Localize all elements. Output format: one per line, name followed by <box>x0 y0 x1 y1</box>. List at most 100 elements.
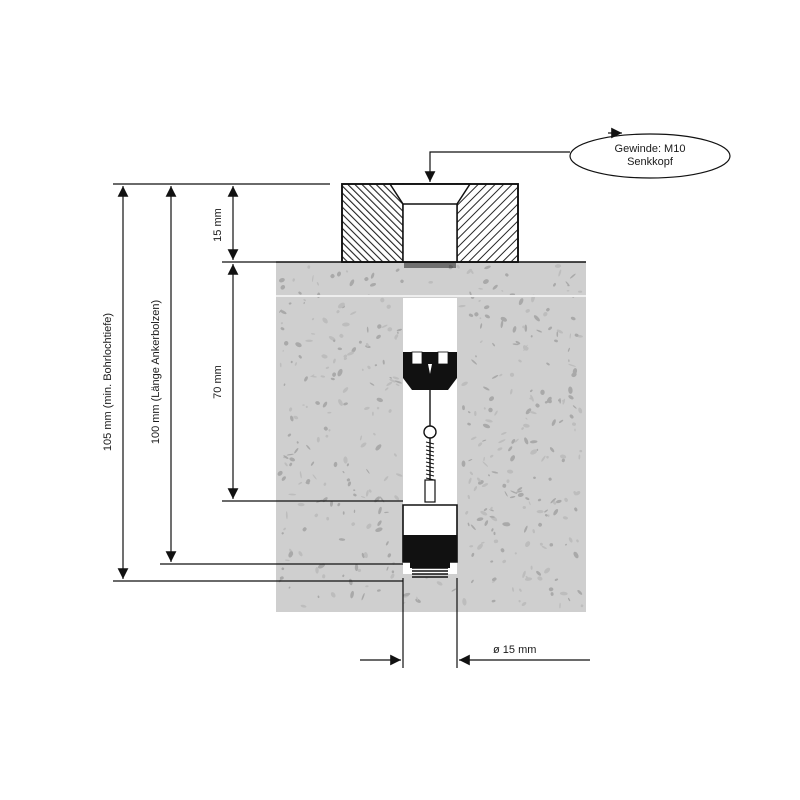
concrete-speckle <box>518 600 521 603</box>
concrete-speckle <box>533 315 540 322</box>
concrete-speckle <box>316 282 319 286</box>
concrete-speckle <box>499 373 503 377</box>
concrete-speckle <box>555 499 562 504</box>
concrete-speckle <box>509 372 515 377</box>
concrete-speckle <box>298 355 302 359</box>
concrete-speckle <box>483 407 486 410</box>
concrete-speckle <box>529 440 538 444</box>
concrete-speckle <box>568 386 573 394</box>
concrete-speckle <box>337 347 342 351</box>
mounting-plate <box>341 183 519 268</box>
rod-thread-mark <box>425 453 435 457</box>
concrete-speckle <box>490 454 494 458</box>
concrete-speckle <box>578 290 583 293</box>
concrete-speckle <box>574 333 579 337</box>
concrete-speckle <box>376 334 381 340</box>
concrete-speckle <box>389 378 396 383</box>
concrete-speckle <box>351 522 356 526</box>
concrete-speckle <box>470 269 474 274</box>
concrete-speckle <box>491 471 499 474</box>
thread-teeth <box>404 262 456 268</box>
concrete-speckle <box>361 368 364 371</box>
concrete-speckle <box>461 460 466 467</box>
concrete-speckles <box>277 264 584 609</box>
concrete-speckle <box>428 280 433 284</box>
concrete-speckle <box>470 524 476 531</box>
concrete-speckle <box>507 469 514 474</box>
concrete-speckle <box>536 570 542 576</box>
concrete-speckle <box>342 574 345 578</box>
concrete-speckle <box>482 461 489 467</box>
concrete-speckle <box>283 383 286 386</box>
concrete-speckle <box>474 411 477 416</box>
concrete-speckle <box>381 324 388 328</box>
concrete-speckle <box>396 328 402 332</box>
callout-head-label: Senkkopf <box>627 156 674 168</box>
concrete-speckle <box>280 322 283 325</box>
concrete-speckle <box>518 298 524 306</box>
concrete-speckle <box>403 592 411 597</box>
concrete-speckle <box>467 422 471 426</box>
concrete-speckle <box>333 339 336 342</box>
concrete-speckle <box>336 310 340 314</box>
concrete-speckle <box>568 363 576 367</box>
callout: Gewinde: M10 Senkkopf <box>424 127 731 182</box>
concrete-speckle <box>524 525 528 533</box>
concrete-speckle <box>546 455 549 459</box>
concrete-speckle <box>536 509 544 514</box>
concrete-speckle <box>451 588 457 592</box>
concrete-speckle <box>574 428 576 432</box>
concrete-speckle <box>510 490 518 494</box>
concrete-speckle <box>565 281 570 287</box>
rod-thread-mark <box>425 465 435 469</box>
concrete-speckle <box>364 406 370 410</box>
concrete-speckle <box>541 455 546 462</box>
concrete-speckle <box>512 587 514 592</box>
concrete-speckle <box>524 324 528 332</box>
concrete-speckle <box>561 458 565 463</box>
concrete-speckle <box>489 516 495 518</box>
concrete-speckle <box>311 317 315 321</box>
concrete-speckle <box>298 291 302 295</box>
concrete-speckle <box>364 277 369 282</box>
rod-thread-mark <box>425 461 435 465</box>
concrete-speckle <box>522 505 526 510</box>
concrete-speckle <box>467 411 471 414</box>
concrete-speckle <box>468 477 472 484</box>
concrete-speckle <box>543 311 548 317</box>
concrete-speckle <box>572 422 576 426</box>
concrete-speckle <box>325 366 330 369</box>
concrete-speckle <box>484 314 490 319</box>
concrete-speckle <box>556 329 564 334</box>
concrete-speckle <box>468 459 473 462</box>
concrete-speckle <box>484 520 489 526</box>
concrete-speckle <box>283 527 286 531</box>
concrete-speckle <box>556 331 559 338</box>
concrete-speckle <box>377 324 382 329</box>
concrete-speckle <box>488 474 490 477</box>
concrete-speckle <box>370 272 375 279</box>
rod-thread-mark <box>425 445 435 449</box>
concrete-speckle <box>500 431 507 435</box>
concrete-speckle <box>560 454 567 459</box>
concrete-speckle <box>477 543 483 550</box>
concrete-speckle <box>569 273 576 279</box>
concrete-speckle <box>566 290 570 292</box>
concrete-speckle <box>521 427 524 430</box>
concrete-speckle <box>571 372 577 378</box>
concrete-speckle <box>353 493 357 497</box>
concrete-speckle <box>436 581 443 586</box>
concrete-speckle <box>574 507 578 512</box>
concrete-speckle <box>280 310 287 315</box>
concrete-speckle <box>343 357 348 360</box>
concrete-speckle <box>491 528 494 532</box>
concrete-speckle <box>294 447 299 454</box>
concrete-speckle <box>289 462 293 467</box>
concrete-speckle <box>343 456 348 464</box>
concrete-speckle <box>384 387 389 391</box>
concrete-speckle <box>554 339 558 343</box>
concrete-speckle <box>553 282 556 287</box>
concrete-speckle <box>390 573 395 579</box>
concrete-speckle <box>456 264 460 269</box>
